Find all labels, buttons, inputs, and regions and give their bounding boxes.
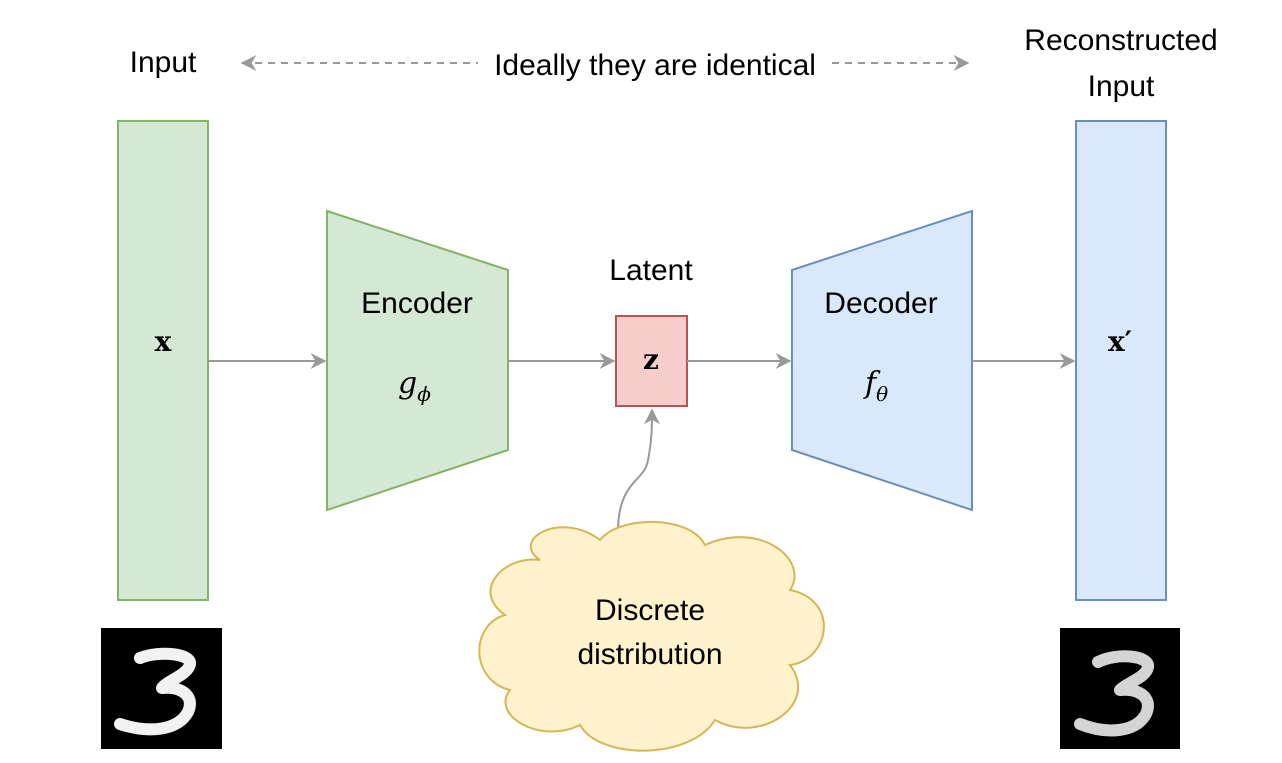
identical-label: Ideally they are identical — [494, 49, 816, 82]
arrow-distribution-to-latent — [617, 408, 660, 533]
latent-block — [615, 315, 688, 407]
encoder-function-symbol: gϕ — [398, 366, 431, 406]
encoder-label: Encoder — [361, 287, 473, 320]
input-digit-image — [101, 628, 222, 749]
output-digit-image — [1060, 628, 1180, 749]
input-vector-block — [117, 120, 209, 601]
latent-z-symbol: z — [643, 343, 659, 376]
input-x-symbol: x — [155, 325, 172, 358]
encoder-block — [326, 209, 509, 512]
reconstructed-label-line1: Reconstructed — [1024, 24, 1217, 57]
output-x-prime-symbol: x′ — [1108, 325, 1132, 358]
output-vector-block — [1075, 120, 1167, 601]
latent-label: Latent — [609, 254, 693, 287]
input-label: Input — [130, 46, 197, 79]
decoder-block — [791, 209, 973, 512]
cloud-label-line1: Discrete — [595, 594, 705, 627]
reconstructed-label-line2: Input — [1088, 70, 1155, 103]
discrete-distribution-cloud — [478, 520, 825, 752]
cloud-label-line2: distribution — [577, 638, 722, 671]
decoder-label: Decoder — [824, 287, 937, 320]
